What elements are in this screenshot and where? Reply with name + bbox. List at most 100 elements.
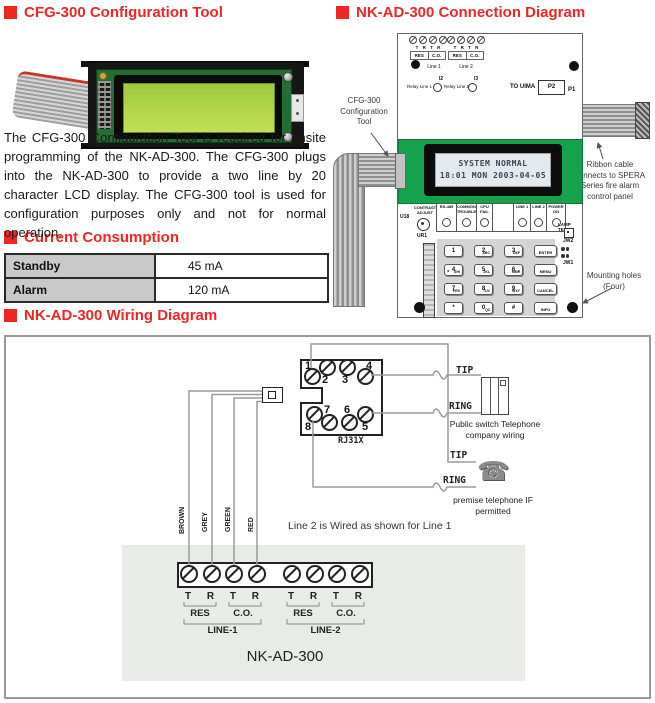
key-hash: # — [504, 302, 523, 314]
wire-label-brown: BROWN — [179, 506, 186, 534]
jumper-jw1 — [561, 254, 569, 258]
res-label: RES — [449, 52, 467, 59]
lcd-line1: SYSTEM NORMAL — [458, 159, 528, 168]
section-heading-cfg: CFG-300 Configuration Tool — [4, 4, 223, 21]
terminal-group-line1: T R T R RES C.O. — [409, 36, 447, 60]
screw-terminal-icon — [429, 36, 437, 44]
u18-label: U18 — [400, 214, 410, 220]
terminal-group-line2: T R T R RES C.O. — [447, 36, 485, 60]
led-icon — [534, 218, 543, 227]
row-value: 45 mA — [188, 259, 223, 273]
pin-number-6: 6 — [344, 404, 351, 416]
line2-group-label: LINE-2 — [310, 625, 341, 636]
heading-wiring-text: NK-AD-300 Wiring Diagram — [24, 307, 218, 324]
left-arrow-icon: ◄ — [446, 268, 450, 273]
nkad300-board: T R T R RES C.O. T R T R RES C.O. Line 1… — [395, 33, 583, 318]
key-info: INFO — [534, 302, 557, 314]
ribbon-cable-horizontal — [358, 153, 399, 187]
premise-telephone-text: premise telephone IF permitted — [453, 495, 533, 516]
tip-label-public: TIP — [456, 365, 474, 376]
pin-number-5: 5 — [362, 421, 369, 433]
row-label: Alarm — [6, 279, 156, 301]
jw2-label: JW2 — [563, 238, 574, 244]
led-icon — [462, 218, 471, 227]
screw-terminal-icon — [419, 36, 427, 44]
public-switch-icon — [481, 377, 509, 415]
table-row: Standby 45 mA — [6, 255, 327, 277]
lcd-screen-photo — [123, 83, 275, 133]
row-label: Standby — [6, 255, 156, 277]
line2-label: Line 2 — [459, 64, 473, 70]
relay1-circle — [433, 83, 442, 92]
wire-label-green: GREEN — [225, 507, 232, 532]
lamp-test-led — [564, 228, 574, 238]
ring-label-public: RING — [449, 401, 472, 412]
row-value: 120 mA — [188, 283, 230, 297]
key-menu: MENU — [534, 264, 557, 276]
ribbon-connector-right — [635, 102, 650, 139]
ur1-label: UR1 — [417, 233, 428, 239]
screw-terminal-icon — [467, 36, 475, 44]
led-cpu-fail: CPU FAIL — [476, 204, 492, 231]
red-square-bullet — [336, 6, 349, 19]
annotation-ribbon-cable: Ribbon cable connects to SPERA Series fi… — [574, 160, 646, 201]
screw-terminal-icon — [457, 36, 465, 44]
ring-label-premise: RING — [443, 475, 466, 486]
rj31x-screw-7 — [321, 414, 338, 431]
telephone-icon: ☎ — [477, 456, 510, 486]
line2-note: Line 2 is Wired as shown for Line 1 — [288, 520, 452, 532]
cfg300-photo — [0, 28, 330, 149]
table-row: Alarm 120 mA — [6, 277, 327, 301]
terminal-screws — [447, 36, 485, 44]
mounting-hole — [411, 60, 420, 69]
annotation-mounting-holes: Mounting holes (Four) — [586, 271, 642, 291]
jumper-jw2 — [561, 247, 569, 251]
public-switch-text: Public switch Telephone company wiring — [449, 419, 541, 440]
mounting-hole — [414, 302, 425, 313]
pin-number-8: 8 — [305, 421, 312, 433]
led-rs485: RS-485 — [437, 204, 456, 231]
tip-label-premise: TIP — [450, 450, 468, 461]
co-label: C.O. — [470, 53, 480, 58]
tr-row-line2: T R T R — [288, 591, 362, 602]
terminal-screws — [409, 36, 447, 44]
contrast-knob — [417, 218, 430, 231]
key-enter: ENTER — [534, 245, 557, 257]
cfg-description: The CFG-300 Configuration Tool is requir… — [4, 130, 326, 240]
res-label-line2: RES — [293, 608, 313, 619]
screw-terminal-icon — [447, 36, 455, 44]
annotation-cfg-tool: CFG-300 Configuration Tool — [340, 96, 388, 126]
pin-number-4: 4 — [366, 360, 373, 372]
co-label-line1: C.O. — [233, 608, 253, 619]
relay-line2-label: Relay Line 2 — [444, 84, 470, 89]
led-icon — [551, 218, 561, 227]
i3-label: I3 — [474, 76, 479, 82]
to-uima-label: TO UIMA — [510, 84, 536, 90]
pin-number-1: 1 — [305, 360, 312, 372]
cfg300-left-connector — [395, 153, 406, 189]
jw1-label: JW1 — [563, 260, 574, 266]
section-heading-wiring: NK-AD-300 Wiring Diagram — [4, 307, 217, 324]
relay-line1-label: Relay Line 1 — [407, 84, 433, 89]
current-consumption-table: Standby 45 mA Alarm 120 mA — [4, 253, 329, 303]
section-heading-connection: NK-AD-300 Connection Diagram — [336, 4, 585, 21]
pin-number-2: 2 — [322, 374, 329, 386]
pin-header — [98, 81, 111, 129]
line1-label: Line 1 — [427, 64, 441, 70]
u18-socket — [423, 243, 435, 318]
res-co-box: RES C.O. — [448, 51, 484, 60]
i2-label: I2 — [439, 76, 444, 82]
line1-group-label: LINE-1 — [207, 625, 238, 636]
lamp-test-label: LAMP TEST — [558, 222, 571, 232]
heading-current-text: Current Consumption — [24, 229, 179, 246]
screw — [283, 72, 293, 82]
wire-label-red: RED — [248, 517, 255, 532]
section-heading-current: Current Consumption — [4, 229, 179, 246]
